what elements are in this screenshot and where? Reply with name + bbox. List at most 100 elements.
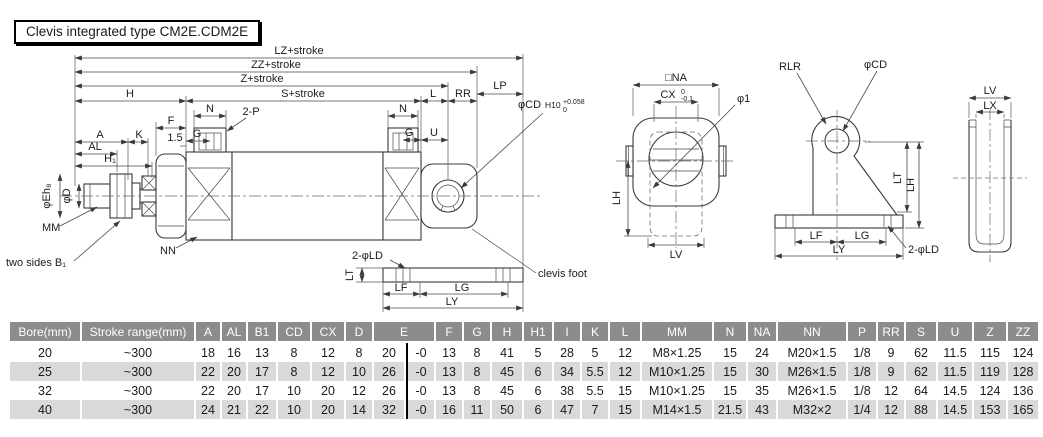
- cell: 11: [464, 400, 491, 419]
- col-header-i: I: [554, 322, 581, 343]
- label-phi-cd-sup: +0.058: [563, 99, 585, 106]
- dim-ly-foot-label: LY: [833, 244, 846, 256]
- col-header-s: S: [906, 322, 937, 343]
- main-view-dimensions: LZ+stroke ZZ+stroke Z+stroke LP H S+stro…: [6, 45, 587, 312]
- dim-z-label: Z+stroke: [240, 73, 283, 85]
- cell: 17: [255, 383, 269, 398]
- dim-lg-plan-label: LG: [455, 282, 470, 294]
- cell: 62: [906, 362, 937, 381]
- label-phi-cd-fit: H10: [545, 100, 561, 110]
- cell: 20: [382, 345, 396, 360]
- cell: 115: [980, 345, 1000, 360]
- col-header-g: G: [464, 322, 491, 343]
- cell: M10×1.25: [649, 383, 705, 398]
- cell: 1/8: [848, 362, 877, 381]
- label-two-sides-b1: two sides B₁: [6, 257, 66, 269]
- table-row-bore-25: 25 ~300 22 20 17 8 12 10 26 -0 13 8 45 6…: [10, 362, 1039, 381]
- cell: 8: [473, 345, 481, 360]
- cell: 47: [554, 400, 581, 419]
- cell: 13: [436, 362, 463, 381]
- dim-lp-label: LP: [493, 80, 506, 92]
- dim-lh-end-label: LH: [611, 191, 623, 205]
- cell: 15: [618, 383, 632, 398]
- dim-zz-label: ZZ+stroke: [251, 59, 301, 71]
- cell: 10: [278, 400, 310, 419]
- cell: M14×1.5: [642, 400, 713, 419]
- cell: M26×1.5: [787, 383, 837, 398]
- label-phi-cd-sub: 0: [563, 107, 567, 114]
- label-phi1: φ1: [737, 93, 750, 105]
- table-row-bore-32: 32 ~300 22 20 17 10 20 12 26 -0 13 8 45 …: [10, 381, 1038, 400]
- cell: M26×1.5: [778, 362, 847, 381]
- cell: 25: [10, 362, 80, 381]
- cell: 8: [464, 362, 491, 381]
- cell: 12: [878, 400, 905, 419]
- header-row: Bore(mm) Stroke range(mm) A AL B1 CD CX …: [10, 322, 1039, 343]
- cell: 14: [346, 400, 372, 419]
- dim-cx-sub: -0.1: [681, 96, 693, 103]
- cell: 11.5: [943, 345, 967, 360]
- cell: 1/8: [853, 383, 871, 398]
- cell: 41: [500, 345, 514, 360]
- cell: 9: [887, 345, 895, 360]
- col-header-u: U: [938, 322, 973, 343]
- cell: 5.5: [582, 362, 609, 381]
- dim-a-label: A: [96, 129, 104, 141]
- dim-1_5-label: 1.5: [167, 132, 182, 144]
- cell: 5: [534, 345, 542, 360]
- label-2phild-main: 2-φLD: [352, 250, 383, 262]
- cell: -0: [406, 362, 435, 381]
- col-header-al: AL: [222, 322, 246, 343]
- col-header-nn: NN: [778, 322, 847, 343]
- col-header-h1: H1: [524, 322, 553, 343]
- cell: ~300: [123, 383, 153, 398]
- cell: 8: [278, 362, 310, 381]
- cell: 124: [979, 383, 1001, 398]
- cell: 20: [222, 362, 246, 381]
- cell: 22: [201, 383, 215, 398]
- cell: 62: [914, 345, 928, 360]
- col-header-na: NA: [748, 322, 777, 343]
- col-header-h: H: [492, 322, 523, 343]
- main-view-geometry: [60, 127, 540, 283]
- cell: 24: [755, 345, 769, 360]
- cell: 8: [355, 345, 363, 360]
- cell: 13: [442, 345, 456, 360]
- cell: 15: [723, 383, 737, 398]
- dim-lt-foot-label: LT: [892, 172, 904, 184]
- cell: 13: [442, 383, 456, 398]
- dim-h-label: H: [126, 88, 134, 100]
- cell: 10: [287, 383, 301, 398]
- cell: 22: [248, 400, 276, 419]
- cell: 20: [321, 383, 335, 398]
- label-rlr: RLR: [779, 61, 801, 73]
- col-header-a: A: [196, 322, 220, 343]
- cell: 5.5: [586, 383, 604, 398]
- cell: 45: [500, 383, 514, 398]
- cell: 20: [38, 345, 52, 360]
- cell: M8×1.25: [652, 345, 702, 360]
- col-header-zz: ZZ: [1008, 322, 1039, 343]
- cell: -0: [406, 343, 434, 362]
- cell: 18: [201, 345, 215, 360]
- dim-g-left-label: G: [193, 128, 202, 140]
- col-header-k: K: [582, 322, 609, 343]
- cell: ~300: [123, 345, 153, 360]
- cell: 26: [382, 383, 396, 398]
- cell: 43: [748, 400, 777, 419]
- side-view: LV LX: [953, 85, 1027, 262]
- cell: 13: [255, 345, 269, 360]
- dim-cx-sup: 0: [681, 89, 685, 96]
- cell: M32×2: [778, 400, 847, 419]
- cell: M20×1.5: [787, 345, 837, 360]
- cell: 8: [473, 383, 481, 398]
- label-phi-cd: φCD: [518, 99, 541, 111]
- dim-al-label: AL: [88, 141, 101, 153]
- col-header-cx: CX: [312, 322, 344, 343]
- col-header-n: N: [714, 322, 747, 343]
- cell: -0: [406, 381, 434, 400]
- cell: 32: [374, 400, 404, 419]
- col-header-f: F: [436, 322, 463, 343]
- dim-na-label: □NA: [665, 72, 688, 84]
- dim-lz-label: LZ+stroke: [274, 45, 323, 57]
